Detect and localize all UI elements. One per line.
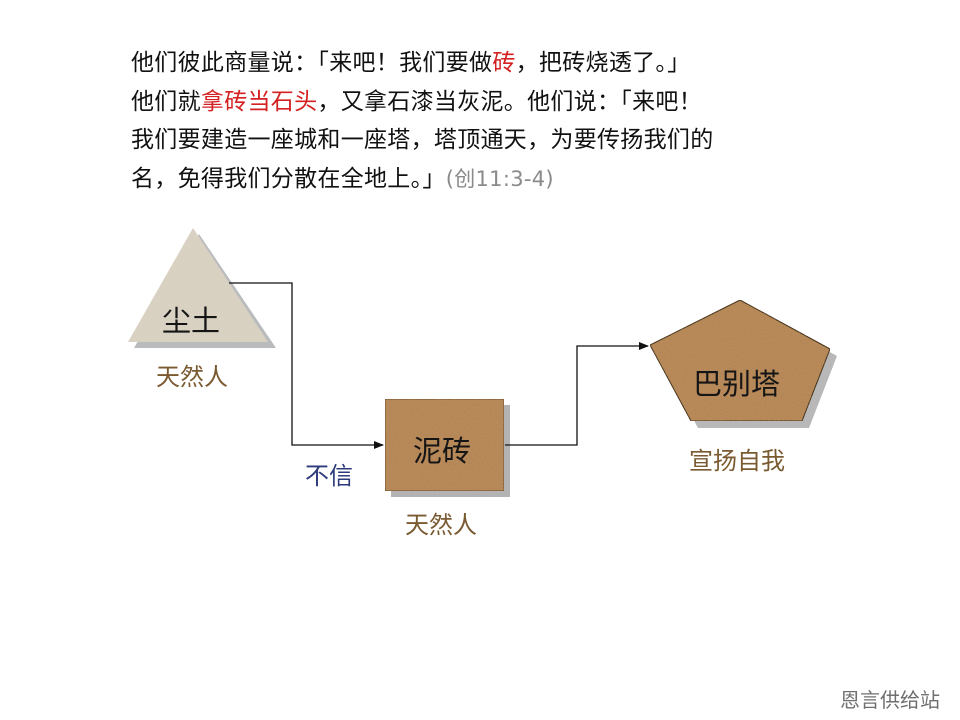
- node-brick-label: 泥砖: [413, 434, 472, 468]
- verse-line-2: 他们就拿砖当石头，又拿石漆当灰泥。他们说：「来吧！: [131, 83, 831, 122]
- verse-line-4: 名，免得我们分散在全地上。」(创11:3-4): [131, 160, 831, 199]
- node-brick-caption: 天然人: [405, 511, 477, 539]
- verse-line-3: 我们要建造一座城和一座塔，塔顶通天，为要传扬我们的: [131, 121, 831, 160]
- verse-text: ，又拿石漆当灰泥。他们说：「来吧！: [317, 88, 703, 115]
- node-dust-label: 尘土: [162, 304, 221, 338]
- pentagon-shape: [649, 299, 831, 422]
- node-dust-caption: 天然人: [156, 363, 228, 391]
- highlight-brick-as-stone: 拿砖当石头: [200, 88, 318, 115]
- node-tower-pentagon: [649, 299, 837, 428]
- verse-line-1: 他们彼此商量说：「来吧！我们要做砖，把砖烧透了。」: [131, 44, 831, 83]
- verse-reference: (创11:3-4): [445, 166, 554, 191]
- verse-text: 他们彼此商量说：「来吧！我们要做: [131, 50, 493, 76]
- node-tower-caption: 宣扬自我: [689, 447, 785, 475]
- edge-label-unbelief: 不信: [305, 462, 353, 490]
- highlight-brick: 砖: [492, 50, 516, 76]
- verse-text: 他们就: [131, 88, 201, 115]
- node-tower-label: 巴别塔: [693, 367, 781, 401]
- footer-watermark: 恩言供给站: [840, 688, 940, 712]
- verse-text: 我们要建造一座城和一座塔，塔顶通天，为要传扬我们的: [131, 127, 714, 153]
- node-dust-triangle: [128, 228, 276, 348]
- connector-brick-to-tower: [505, 342, 649, 446]
- verse-text: 名，免得我们分散在全地上。」: [131, 165, 446, 192]
- rectangle-shape: [384, 398, 505, 492]
- triangle-shape: [128, 228, 268, 342]
- node-brick-rectangle: [384, 398, 510, 497]
- scripture-verse: 他们彼此商量说：「来吧！我们要做砖，把砖烧透了。」 他们就拿砖当石头，又拿石漆当…: [131, 44, 831, 198]
- connector-dust-to-brick: [229, 282, 384, 449]
- verse-text: ，把砖烧透了。」: [515, 50, 691, 76]
